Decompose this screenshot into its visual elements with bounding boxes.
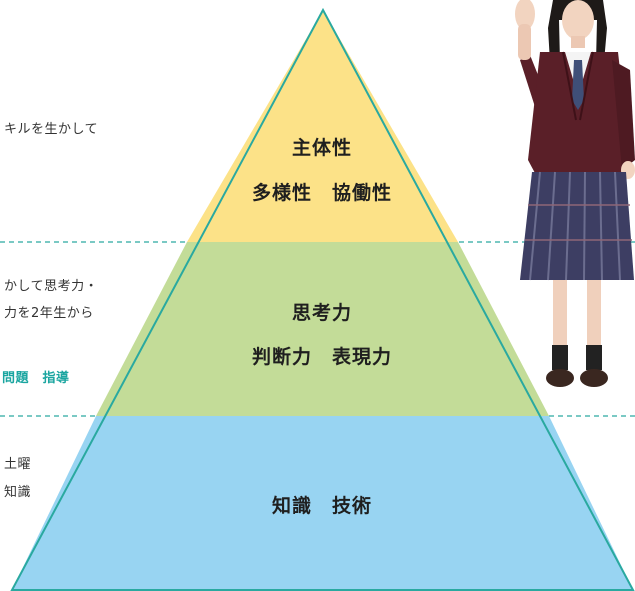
student-photo <box>515 0 635 387</box>
left-text-row3-line1: 土曜 <box>4 457 32 472</box>
left-text-row1: キルを生かして <box>4 122 99 137</box>
tier-top-label-1: 主体性 <box>291 137 352 159</box>
tier-bottom-label-1: 知識 技術 <box>271 495 372 517</box>
tier-middle-label-2: 判断力 表現力 <box>251 346 392 368</box>
left-text-row3-line2: 知識 <box>4 485 32 500</box>
tier-middle-label-1: 思考力 <box>291 302 352 324</box>
pyramid-tier-bottom <box>12 416 633 590</box>
pyramid-tier-top <box>187 10 458 242</box>
left-text-row2-line2: 力を2年生から <box>4 306 94 321</box>
pyramid-tier-middle <box>96 242 549 416</box>
left-text-row2-accent: 問題 指導 <box>2 371 70 386</box>
pyramid-outline <box>10 7 635 591</box>
tier-top-label-2: 多様性 協働性 <box>251 182 392 204</box>
left-text-row2-line1: かして思考力・ <box>4 279 99 294</box>
